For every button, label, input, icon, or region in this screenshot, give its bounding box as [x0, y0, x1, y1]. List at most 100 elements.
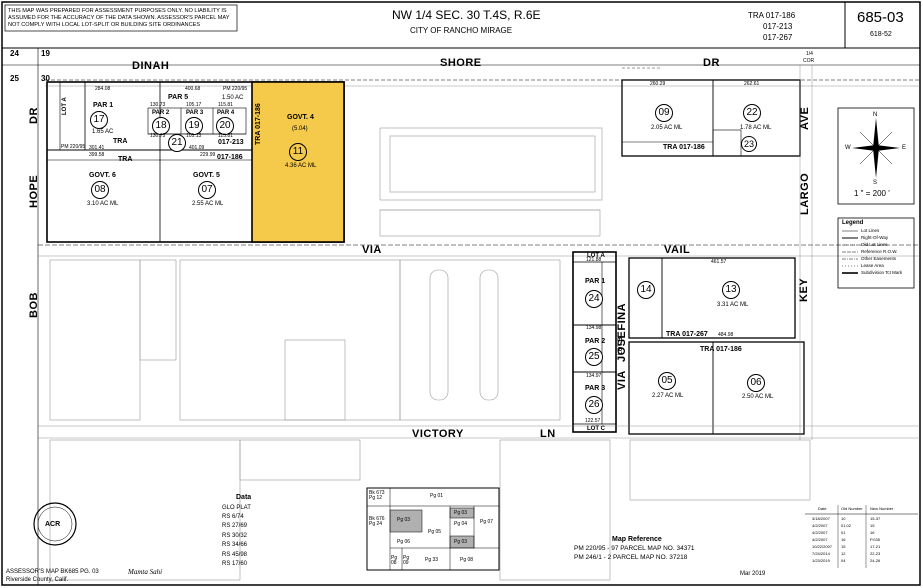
table-cell: 01 [841, 530, 846, 535]
dim-130a: 130.73 [150, 102, 166, 108]
dim-484: 484.98 [718, 332, 734, 338]
parcel-07[interactable]: 07 [198, 181, 216, 199]
corner-bl: 25 [10, 74, 19, 83]
index-cell[interactable]: Pg 08 [391, 555, 398, 566]
handwritten-signature: Mamta Sahi [128, 568, 163, 576]
map-ref-row: PM 246/1 - 2 PARCEL MAP NO. 37218 [574, 554, 688, 561]
parcel-11[interactable]: 11 [289, 143, 307, 161]
parcel-20[interactable]: 20 [216, 117, 234, 135]
tra-left-2: TRA [118, 156, 133, 163]
parcel-09[interactable]: 09 [655, 104, 673, 122]
table-cell: 24-26 [870, 558, 881, 563]
corner-tl: 24 [10, 49, 19, 58]
parcel-18[interactable]: 18 [152, 117, 170, 135]
parcel-21[interactable]: 21 [168, 134, 186, 152]
parcel-08[interactable]: 08 [91, 181, 109, 199]
index-cell[interactable]: Pg 33 [425, 557, 439, 563]
tra-header-1: TRA 017-186 [748, 11, 796, 20]
tra-186a: 017-186 [217, 154, 243, 161]
index-cell[interactable]: Pg 04 [454, 521, 468, 527]
map-date: Mar 2019 [740, 571, 766, 577]
parcel-05[interactable]: 05 [658, 372, 676, 390]
table-header: Old Number [841, 506, 863, 511]
index-cell[interactable]: Pg 01 [430, 493, 444, 499]
table-cell: 4/2/2007 [812, 537, 828, 542]
table-cell: 10 [841, 516, 846, 521]
compass-w: W [845, 145, 851, 151]
dim-262: 262.61 [744, 81, 760, 87]
acres-13: 3.31 AC ML [717, 302, 749, 308]
quarter-corner: 1/4 [806, 51, 813, 57]
parcel-06[interactable]: 06 [747, 374, 765, 392]
index-cell[interactable]: Bk 676 Pg 24 [369, 516, 385, 527]
tra-267: TRA 017-267 [666, 331, 708, 338]
dim-105a: 105.17 [186, 102, 202, 108]
table-cell: 22-23 [870, 551, 881, 556]
street-victory: VICTORY [412, 428, 464, 440]
pm-left: PM 220/95 [61, 144, 86, 150]
index-cell[interactable]: Pg 05 [428, 529, 442, 535]
table-cell: 4/2/2007 [812, 530, 828, 535]
parcel-26[interactable]: 26 [585, 396, 603, 414]
scale: 1 " = 200 ' [854, 189, 890, 198]
dim-115a: 115.81 [218, 102, 233, 108]
parcel-19[interactable]: 19 [185, 117, 203, 135]
tra-header-3: 017-267 [763, 33, 793, 42]
legend-item: Lot Lines [861, 228, 880, 233]
parcel-24[interactable]: 24 [585, 290, 603, 308]
index-cell[interactable]: Pg 09 [403, 555, 410, 566]
legend-item: Subdivision Tct Mark [861, 270, 903, 275]
street-dinah: DINAH [132, 60, 170, 72]
dim-122: 122.57 [585, 418, 601, 424]
index-cell[interactable]: Pg 03 [454, 510, 468, 516]
disclaimer: THIS MAP WAS PREPARED FOR ASSESSMENT PUR… [8, 8, 230, 28]
parcel-13[interactable]: 13 [722, 281, 740, 299]
par-label-08: GOVT. 6 [89, 172, 116, 179]
dim-260: 260.29 [650, 81, 666, 87]
index-cell[interactable]: Pg 03 [454, 539, 468, 545]
table-cell: 04 [841, 558, 846, 563]
index-cell[interactable]: Bk 673 Pg 12 [369, 490, 385, 501]
compass-s: S [873, 180, 878, 186]
acres-21: 1.50 AC [222, 95, 244, 101]
data-title: Data [236, 494, 252, 501]
tra-186c: TRA 017-186 [700, 346, 742, 353]
lot-a-left: LOT A [62, 97, 68, 115]
pm-top: PM 220/95 [223, 86, 248, 92]
data-row: RS 17/60 [222, 561, 248, 567]
compass-e: E [902, 145, 907, 151]
par-label-26: PAR 3 [585, 385, 606, 392]
index-cell[interactable]: Pg 08 [460, 557, 474, 563]
par-label-07: GOVT. 5 [193, 172, 220, 179]
par-label-19: PAR 3 [186, 110, 204, 116]
dim-134b: 134.97 [586, 373, 602, 379]
par-label-17: PAR 1 [93, 102, 114, 109]
legend-item: Other Easements [861, 256, 897, 261]
index-cell[interactable]: Pg 03 [397, 517, 411, 523]
par-label-21: PAR 5 [168, 94, 189, 101]
parcel-17[interactable]: 17 [90, 111, 108, 129]
street-shore: SHORE [440, 57, 482, 69]
table-cell: 15 [841, 544, 846, 549]
acres-17: 1.65 AC [92, 129, 114, 135]
parcel-14[interactable]: 14 [637, 281, 655, 299]
acres-09: 2.05 AC ML [651, 125, 683, 131]
index-cell[interactable]: Pg 06 [397, 539, 411, 545]
lot-b: LOT B [618, 337, 624, 355]
parcel-25[interactable]: 25 [585, 348, 603, 366]
dim-401: 401.09 [189, 145, 205, 151]
parcel-23[interactable]: 23 [741, 136, 757, 152]
parcel-22[interactable]: 22 [743, 104, 761, 122]
dim-121: 121.88 [586, 257, 602, 263]
assessor-label: ASSESSOR'S MAP BK685 PG. 03 [6, 569, 99, 575]
dim-301: 301.41 [89, 145, 105, 151]
corner-tr: 19 [41, 49, 50, 58]
index-cell[interactable]: Pg 07 [480, 519, 494, 525]
dim-399: 399.58 [89, 152, 105, 158]
dim-115b: 115.81 [218, 133, 233, 139]
book-page: 685-03 [857, 9, 904, 26]
legend-title: Legend [842, 220, 864, 226]
acres-05: 2.27 AC ML [652, 393, 684, 399]
